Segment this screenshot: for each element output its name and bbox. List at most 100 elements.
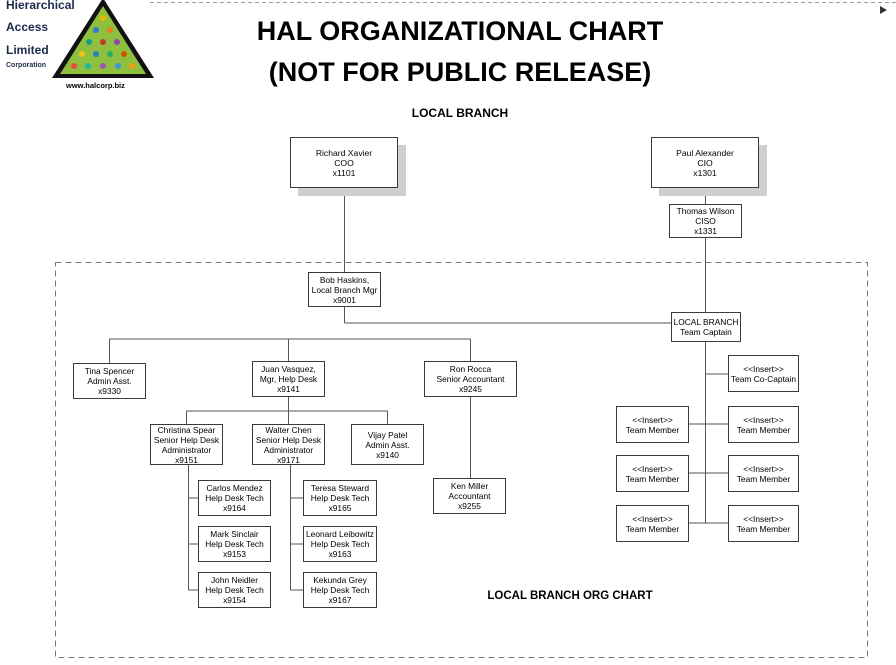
node-title: Team Member (625, 424, 680, 435)
node-ext: x9164 (223, 503, 246, 513)
node-title: CIO (697, 157, 713, 168)
node-title: Team Member (625, 523, 680, 534)
logo-url: www.halcorp.biz (66, 81, 125, 90)
node-ext: x9330 (98, 386, 121, 396)
node-team-member[interactable]: <<Insert>> Team Member (728, 505, 799, 542)
node-john-neidler[interactable]: John Neidler Help Desk Tech x9154 (198, 572, 271, 608)
node-title: Help Desk Tech (310, 585, 370, 595)
node-title: Help Desk Tech (205, 539, 264, 549)
node-name: Walter Chen (265, 424, 312, 435)
node-name: Thomas Wilson (676, 206, 735, 216)
node-ext: x9001 (333, 294, 356, 305)
node-title: Senior Help Desk (255, 434, 322, 445)
node-cio[interactable]: Paul Alexander CIO x1301 (651, 137, 759, 188)
node-title: Admin Asst. (365, 439, 410, 450)
node-title: Admin Asst. (87, 376, 132, 386)
node-leonard-leibowitz[interactable]: Leonard Leibowitz Help Desk Tech x9163 (303, 526, 377, 562)
node-name: Teresa Steward (310, 483, 370, 493)
node-ext: x9153 (223, 549, 246, 559)
node-branch-manager[interactable]: Bob Haskins, Local Branch Mgr x9001 (308, 272, 381, 307)
node-ron-rocca[interactable]: Ron Rocca Senior Accountant x9245 (424, 361, 517, 397)
node-ext: x9141 (277, 384, 300, 394)
node-name: Christina Spear (157, 424, 216, 435)
node-team-co-captain[interactable]: <<Insert>> Team Co-Captain (728, 355, 799, 392)
node-title: Team Member (736, 424, 791, 435)
node-name: Richard Xavier (315, 147, 373, 158)
node-ext: x9167 (328, 595, 352, 605)
node-carlos-mendez[interactable]: Carlos Mendez Help Desk Tech x9164 (198, 480, 271, 516)
node-name: Bob Haskins, (319, 274, 370, 285)
logo-word-access: Access (6, 20, 49, 34)
node-ext: x1301 (693, 167, 717, 178)
node-mark-sinclair[interactable]: Mark Sinclair Help Desk Tech x9153 (198, 526, 271, 562)
node-kekunda-grey[interactable]: Kekunda Grey Help Desk Tech x9167 (303, 572, 377, 608)
node-name: Carlos Mendez (206, 483, 263, 493)
node-ext: x9255 (458, 501, 481, 511)
node-name: Mark Sinclair (210, 529, 259, 539)
node-team-member[interactable]: <<Insert>> Team Member (728, 455, 799, 492)
section-label: LOCAL BRANCH (411, 106, 509, 120)
node-name: <<Insert>> (743, 513, 784, 524)
node-team-member[interactable]: <<Insert>> Team Member (616, 505, 689, 542)
local-branch-region (55, 262, 868, 658)
node-tina-spencer[interactable]: Tina Spencer Admin Asst. x9330 (73, 363, 146, 399)
node-name: LOCAL BRANCH (673, 317, 739, 327)
logo-word-corporation: Corporation (6, 62, 47, 69)
node-name: <<Insert>> (743, 463, 784, 474)
page-title: HAL ORGANIZATIONAL CHART (256, 16, 664, 46)
node-team-member[interactable]: <<Insert>> Team Member (616, 406, 689, 443)
node-ext: x1101 (332, 167, 356, 178)
logo-word-limited: Limited (6, 43, 49, 57)
node-title: Accountant (448, 491, 491, 501)
node-name: Paul Alexander (676, 147, 734, 158)
node-title-2: Administrator (263, 444, 314, 455)
node-ciso[interactable]: Thomas Wilson CISO x1331 (669, 204, 742, 238)
node-title: Mgr, Help Desk (259, 374, 318, 384)
page-corner-marker (880, 6, 887, 14)
company-logo[interactable]: Hierarchical Access Limited Corporation … (0, 0, 160, 92)
node-title-2: Administrator (161, 444, 212, 455)
node-name: Leonard Leibowitz (306, 529, 374, 539)
node-ken-miller[interactable]: Ken Miller Accountant x9255 (433, 478, 506, 514)
node-ext: x9140 (376, 449, 399, 460)
node-ext: x9163 (328, 549, 352, 559)
node-teresa-steward[interactable]: Teresa Steward Help Desk Tech x9165 (303, 480, 377, 516)
node-walter-chen[interactable]: Walter Chen Senior Help Desk Administrat… (252, 424, 325, 465)
node-team-member[interactable]: <<Insert>> Team Member (728, 406, 799, 443)
node-title: Help Desk Tech (205, 585, 264, 595)
node-juan-vasquez[interactable]: Juan Vasquez, Mgr, Help Desk x9141 (252, 361, 325, 397)
node-title: Senior Accountant (436, 374, 505, 384)
node-team-member[interactable]: <<Insert>> Team Member (616, 455, 689, 492)
node-name: John Neidler (210, 575, 259, 585)
top-dashed-rule (150, 2, 896, 3)
node-christina-spear[interactable]: Christina Spear Senior Help Desk Adminis… (150, 424, 223, 465)
node-title: Local Branch Mgr (311, 284, 378, 295)
node-coo[interactable]: Richard Xavier COO x1101 (290, 137, 398, 188)
node-title: Team Member (736, 523, 791, 534)
node-ext: x9154 (223, 595, 246, 605)
node-ext: x9245 (459, 384, 482, 394)
node-title: Help Desk Tech (310, 539, 370, 549)
node-ext: x9151 (175, 454, 198, 465)
node-ext: x9171 (277, 454, 300, 465)
region-label: LOCAL BRANCH ORG CHART (487, 590, 653, 602)
node-title: CISO (695, 216, 716, 226)
node-name: Ken Miller (450, 481, 489, 491)
node-team-captain[interactable]: LOCAL BRANCH Team Captain (671, 312, 741, 342)
node-title: Help Desk Tech (205, 493, 264, 503)
node-title: Team Member (736, 473, 791, 484)
page-subtitle: (NOT FOR PUBLIC RELEASE) (268, 57, 652, 87)
node-title: Team Member (625, 473, 680, 484)
node-name: Ron Rocca (449, 364, 492, 374)
node-name: <<Insert>> (743, 363, 784, 374)
node-name: Juan Vasquez, (261, 364, 316, 374)
node-title: COO (334, 157, 354, 168)
node-vijay-patel[interactable]: Vijay Patel Admin Asst. x9140 (351, 424, 424, 465)
node-name: <<Insert>> (632, 513, 673, 524)
node-name: <<Insert>> (632, 414, 673, 425)
node-title: Team Captain (680, 327, 732, 337)
node-name: Tina Spencer (84, 366, 135, 376)
node-name: Vijay Patel (367, 429, 408, 440)
logo-word-hierarchical: Hierarchical (6, 0, 75, 12)
